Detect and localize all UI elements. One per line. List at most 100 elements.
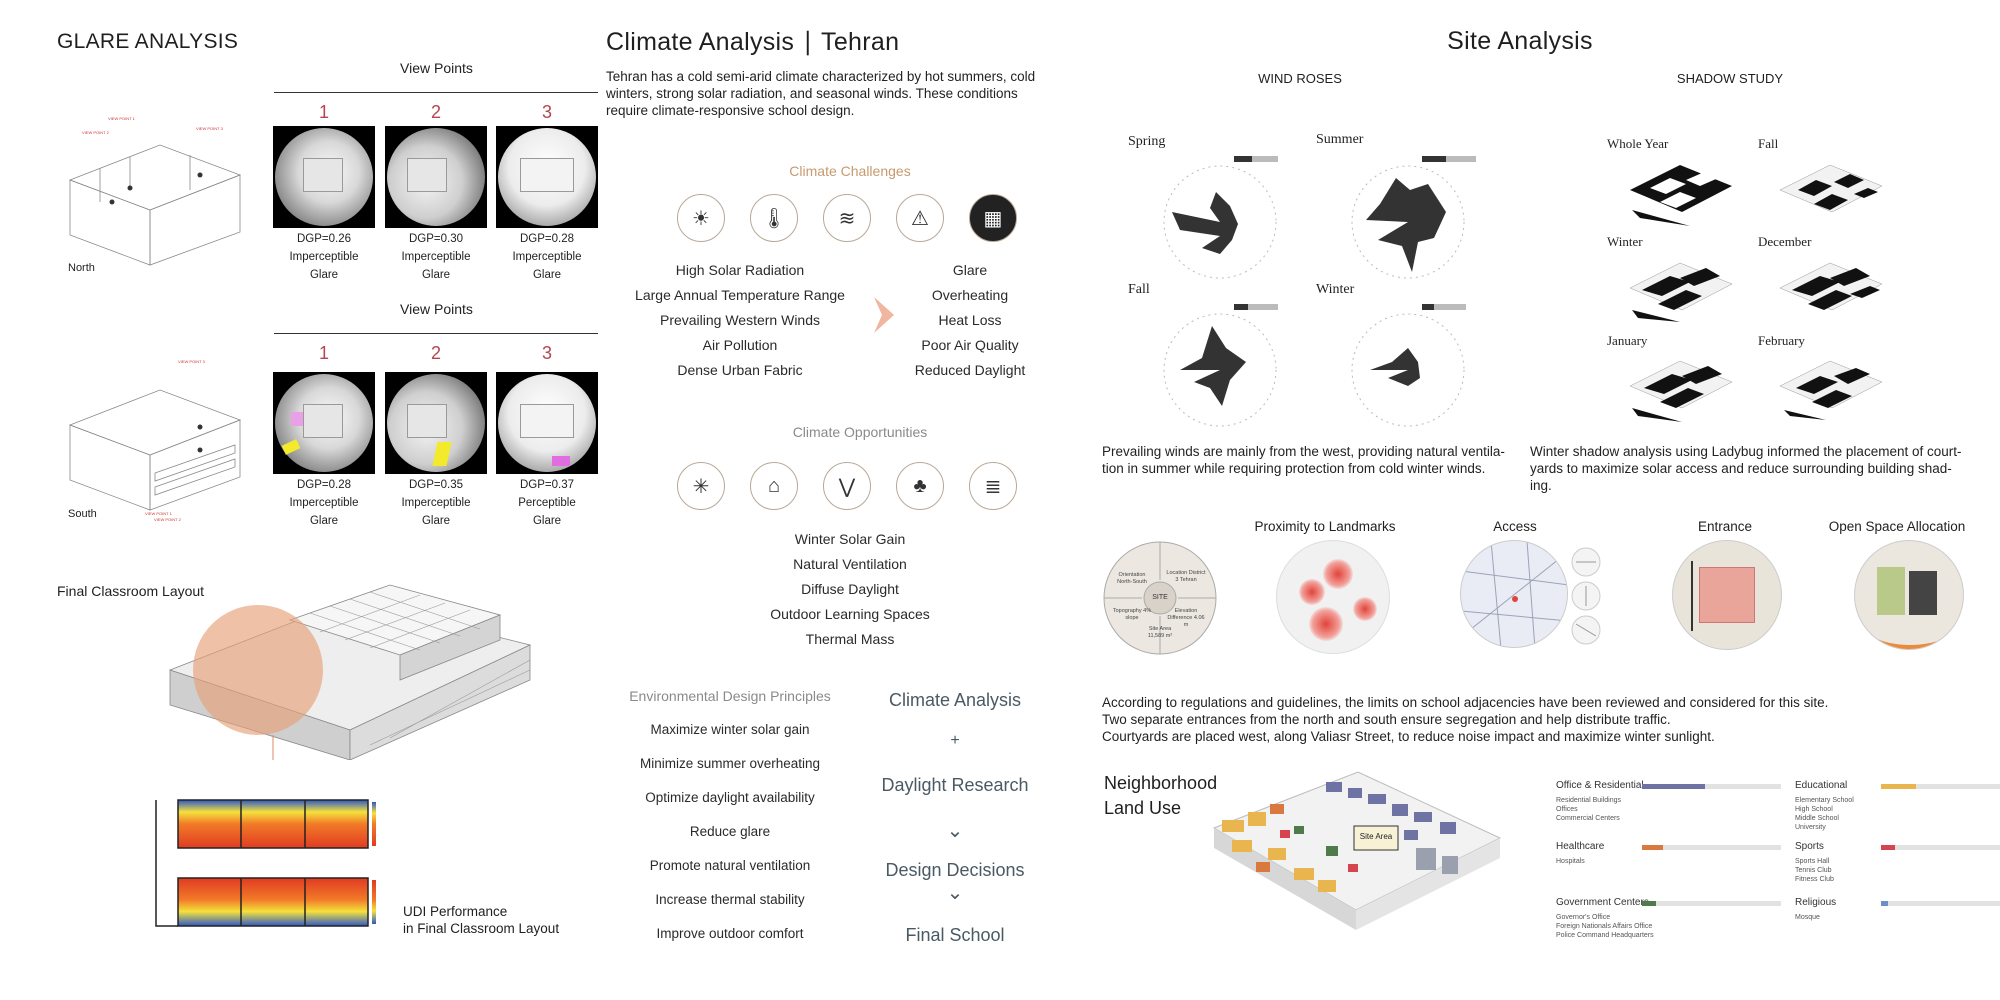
north-fisheye-render-1 [273,126,375,228]
site-properties-pie [1103,541,1217,655]
flow-chevron-down-icon: ⌄ [946,882,964,904]
opportunity-item: Winter Solar Gain [794,531,906,547]
effect-item: Reduced Daylight [914,362,1026,378]
ventilation-icon: ⌂ [750,462,798,510]
principle-item: Promote natural ventilation [649,858,811,873]
view-points-label-south: View Points [400,301,473,317]
principle-item: Minimize summer overheating [639,756,821,771]
land-use-item: Fitness Club [1795,876,1834,883]
challenge-item: Prevailing Western Winds [659,312,821,328]
land-use-item: Offices [1556,806,1578,813]
wind-season-label: Winter [1316,282,1355,297]
wind-description: Prevailing winds are mainly from the wes… [1102,444,1505,476]
svg-text:VIEW POINT 2: VIEW POINT 2 [82,130,110,135]
land-use-bar-track [1642,845,1781,850]
thermometer-icon: 🌡 [750,194,798,242]
udi-heatmap-plans [155,799,376,927]
opportunity-item: Diffuse Daylight [801,581,899,597]
flow-step-design-decisions: Design Decisions [885,860,1025,880]
opportunity-item: Natural Ventilation [793,556,907,572]
solar-gain-icon: ✳ [677,462,725,510]
flow-step-final-school: Final School [905,925,1005,945]
wind-season-label: Summer [1316,132,1364,147]
pie-segment-elevation: Elevation Difference 4.06 m [1167,608,1205,628]
land-use-bar-fill [1642,901,1656,906]
challenge-item: High Solar Radiation [675,262,805,278]
shadow-study-title: SHADOW STUDY [1676,71,1784,86]
flow-step-daylight-research: Daylight Research [881,775,1029,795]
effect-item: Heat Loss [938,312,1002,328]
land-use-bar-track [1642,901,1781,906]
svg-text:VIEW POINT 3: VIEW POINT 3 [196,126,224,131]
pie-segment-topography: Topography 4% slope [1112,608,1152,621]
pie-segment-site-area: Site Area 11,589 m² [1147,626,1173,639]
land-use-item: Governor's Office [1556,914,1611,921]
sun-radiation-icon: ☀ [677,194,725,242]
land-use-item: Elementary School [1795,797,1854,804]
school-building-axonometric [168,584,532,760]
glare-title: GLARE ANALYSIS [57,30,239,53]
land-use-bar-track [1881,784,2000,789]
south-room-isometric: VIEW POINT 3 VIEW POINT 1 VIEW POINT 2 [68,359,242,522]
wind-rose-spring [1163,156,1278,279]
land-use-category-title: Sports [1795,841,1824,852]
principle-item: Reduce glare [689,824,771,839]
view-point-number-2-south: 2 [430,343,441,363]
flow-step-climate-analysis: Climate Analysis [888,690,1022,710]
south-fisheye-render-1 [273,372,375,474]
view-points-rule-north [274,92,598,93]
site-title: Site Analysis [1447,27,1593,55]
shadow-map-whole-year [1630,165,1732,226]
shadow-map-february [1779,360,1883,420]
wind-season-label: Spring [1128,134,1166,149]
principle-item: Increase thermal stability [655,892,805,907]
shadow-period-label: Fall [1758,136,1779,151]
land-use-item: Middle School [1795,815,1839,822]
south-fisheye-render-2 [385,372,487,474]
shadow-period-label: Whole Year [1607,136,1669,151]
land-use-item: Sports Hall [1795,858,1830,865]
shadow-map-fall [1779,164,1883,213]
entrance-map [1672,540,1782,650]
land-use-item: Mosque [1795,914,1820,921]
wind-roses-title: WIND ROSES [1258,71,1342,86]
outdoor-learning-icon: ♣ [896,462,944,510]
site-area-tag: Site Area [1359,832,1393,841]
land-use-category-title: Office & Residential [1556,780,1644,791]
air-pollution-icon: ⚠ [896,194,944,242]
view-point-number-2: 2 [430,102,441,122]
land-use-item: High School [1795,806,1833,813]
shadow-map-december [1779,262,1883,311]
effect-item: Poor Air Quality [921,337,1019,353]
challenge-item: Dense Urban Fabric [677,362,803,378]
land-use-title: Neighborhood Land Use [1104,773,1218,818]
wind-icon: ≋ [823,194,871,242]
principle-item: Improve outdoor comfort [656,926,804,941]
pie-segment-location: Location District 3 Tehran [1166,570,1206,583]
access-map [1460,540,1568,648]
land-use-category-title: Healthcare [1556,841,1605,852]
open-space-allocation-map [1854,540,1964,650]
udi-performance-label: UDI Performance in Final Classroom Layou… [403,904,560,936]
shadow-period-label: December [1758,234,1812,249]
land-use-category-title: Government Centers [1556,897,1649,908]
view-points-label-north: View Points [400,60,473,76]
climate-opportunities-title: Climate Opportunities [792,424,928,440]
pie-segment-orientation: Orientation North-South [1117,572,1147,585]
land-use-bar-track [1642,784,1781,789]
pie-center-label: SITE [1152,594,1168,601]
climate-title: Climate Analysis ∣ Tehran [606,28,900,56]
land-use-bar-track [1881,901,2000,906]
shadow-period-label: January [1607,333,1648,348]
wind-season-label: Fall [1128,282,1150,297]
land-use-bar-track [1881,845,2000,850]
shadow-map-winter [1629,262,1733,322]
land-use-item: Commercial Centers [1556,815,1620,822]
view-point-number-3: 3 [541,102,552,122]
final-layout-label: Final Classroom Layout [57,583,205,599]
shadow-period-label: Winter [1607,234,1643,249]
